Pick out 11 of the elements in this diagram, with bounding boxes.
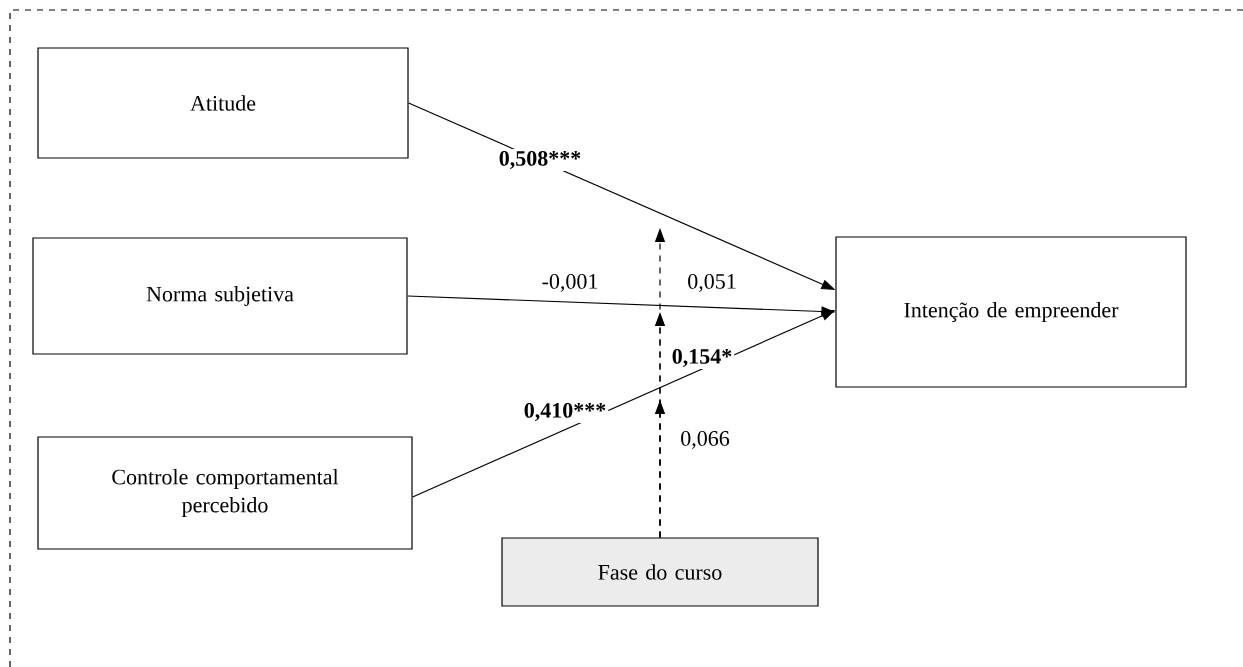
variable-box: Norma subjetiva (32, 237, 408, 355)
variable-box: Controle comportamental percebido (37, 436, 413, 550)
moderator-box: Fase do curso (501, 537, 819, 607)
coefficient-label: 0,051 (685, 272, 739, 294)
variable-box: Intenção de empreender (835, 236, 1187, 388)
coefficient-label: -0,001 (539, 272, 601, 294)
variable-box: Atitude (37, 47, 409, 159)
coefficient-label: 0,508*** (496, 149, 584, 171)
coefficient-label: 0,410*** (521, 401, 609, 423)
coefficient-label: 0,154* (669, 346, 735, 369)
coefficient-label: 0,066 (678, 429, 732, 451)
